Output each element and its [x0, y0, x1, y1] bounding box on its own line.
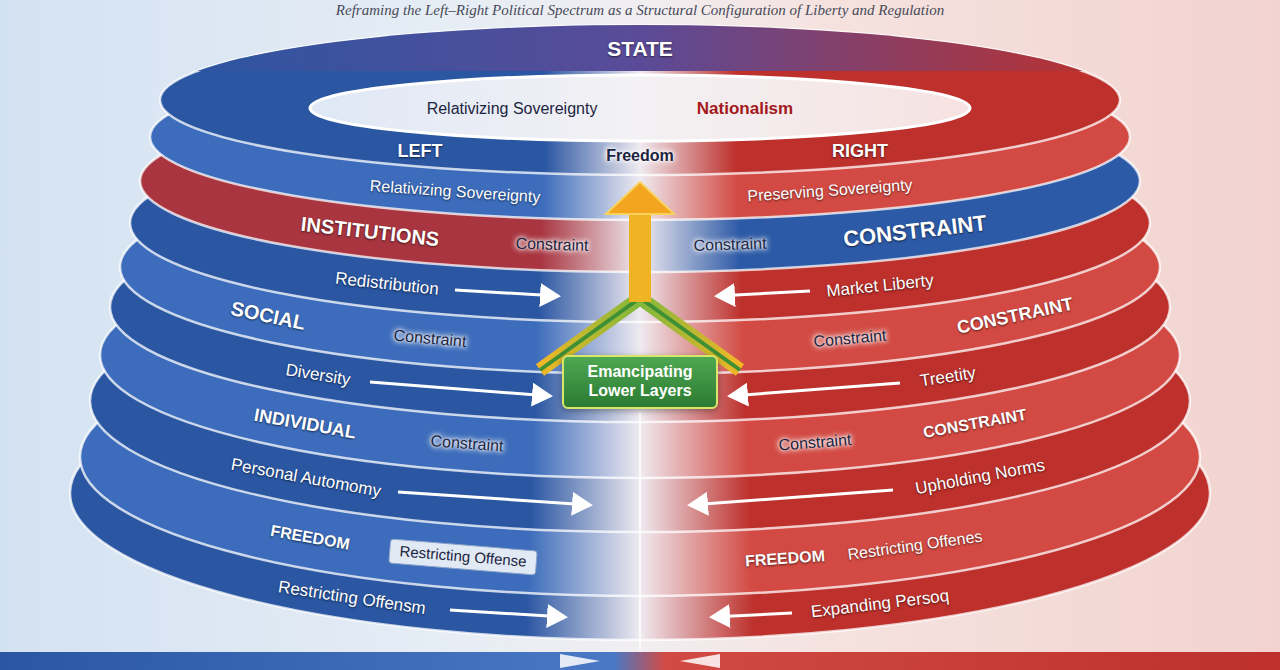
arrow-shaft [629, 212, 651, 302]
layer-label: Freedom [606, 147, 674, 165]
bar-arrow [560, 654, 600, 668]
top-face [160, 25, 1120, 175]
subtitle: Reframing the Left–Right Political Spect… [0, 2, 1280, 19]
leader-arrow [712, 613, 792, 617]
leader-arrow [690, 490, 893, 505]
leader-arrow [717, 291, 810, 296]
inner-top-ellipse [310, 75, 970, 141]
layer-label: Relativizing Sovereignty [427, 100, 598, 118]
leader-arrow [370, 382, 550, 396]
layer-label: STATE [607, 37, 673, 61]
arrow-head [606, 182, 674, 214]
leader-arrow [398, 492, 590, 505]
box-text: Emancipating Lower Layers [575, 362, 705, 400]
leader-arrow [730, 383, 900, 396]
center-line [639, 412, 641, 650]
leader-arrow [450, 610, 565, 617]
layer-label: Constraint [693, 234, 766, 255]
bottom-bar [0, 652, 1280, 670]
layer-label: RIGHT [832, 141, 888, 162]
bar-arrow [680, 654, 720, 668]
layer-label: Nationalism [697, 99, 793, 119]
layer-label: LEFT [398, 141, 443, 162]
layer-label: Constraint [515, 234, 588, 255]
leader-arrows [370, 290, 900, 617]
top-rim [160, 25, 1120, 71]
leader-arrow [455, 290, 558, 296]
emancipation-box: Emancipating Lower Layers [562, 355, 718, 409]
